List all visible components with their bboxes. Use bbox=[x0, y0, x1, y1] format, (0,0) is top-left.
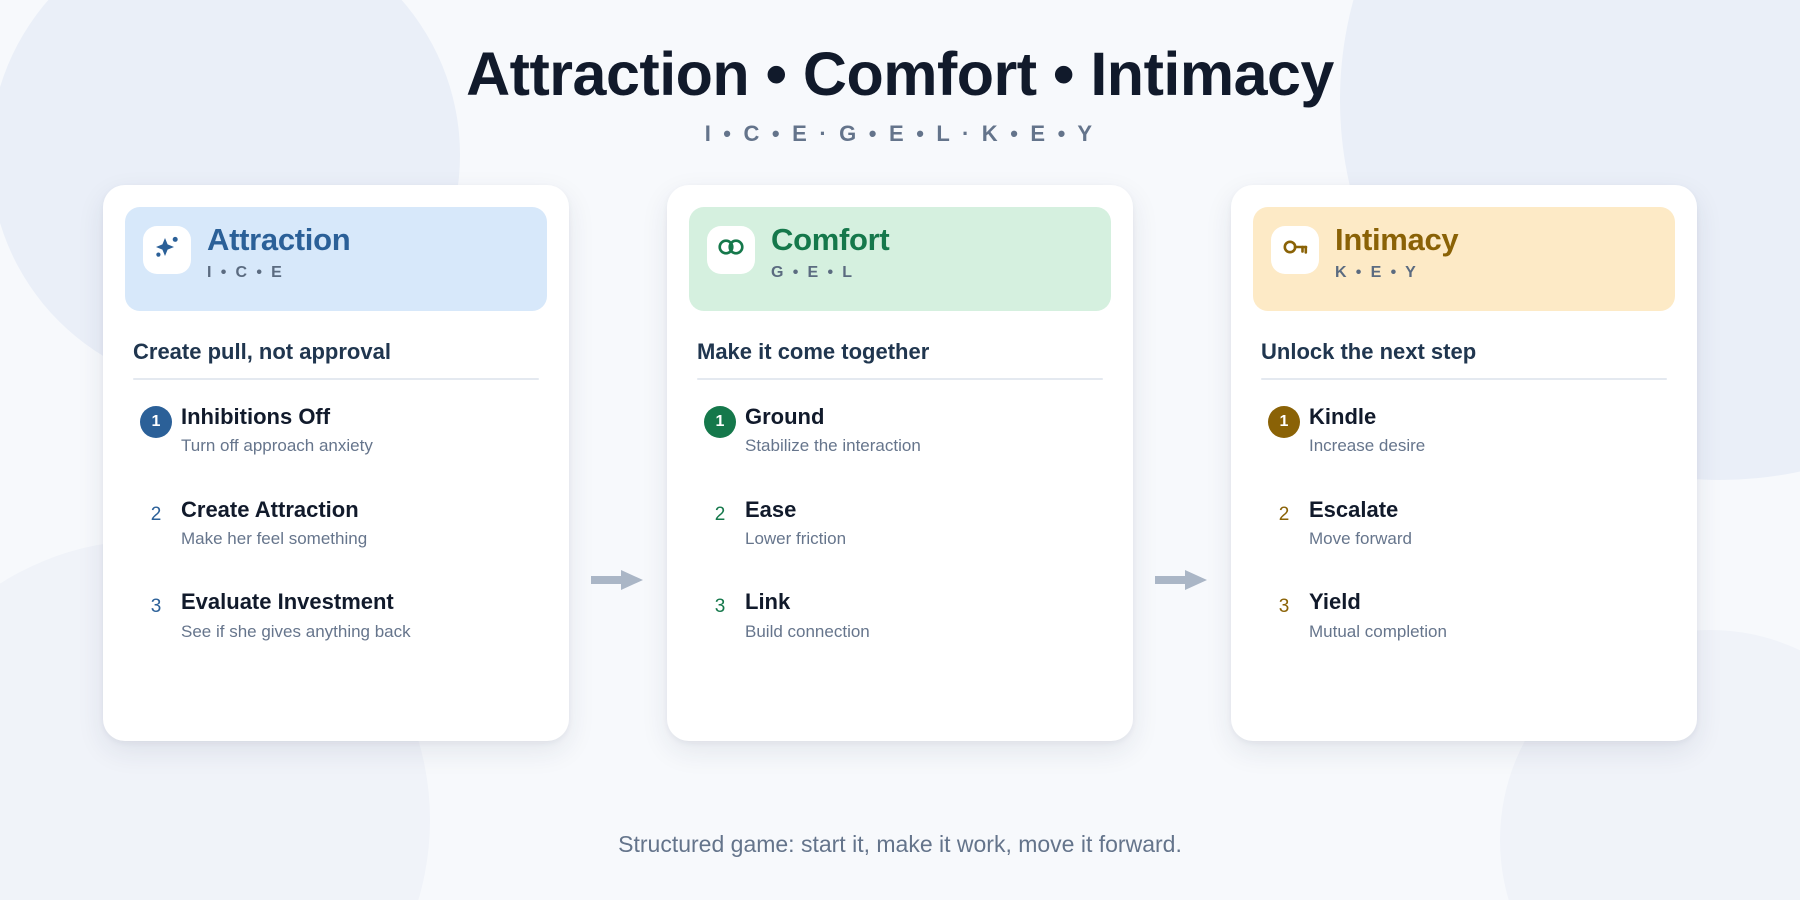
card-tagline: Make it come together bbox=[697, 338, 930, 364]
step-number-col: 1 bbox=[133, 404, 179, 438]
step-number: 3 bbox=[1278, 596, 1290, 618]
sparkle-icon-box bbox=[143, 225, 191, 274]
step-description: Move forward bbox=[1309, 528, 1412, 548]
infinity-links-icon bbox=[715, 232, 747, 267]
card-divider bbox=[697, 377, 1103, 380]
step-description: Increase desire bbox=[1309, 436, 1426, 456]
step-number: 2 bbox=[1278, 503, 1290, 525]
step-number: 3 bbox=[150, 596, 162, 618]
card-title-wrap: Attraction I • C • E bbox=[207, 221, 351, 283]
step-description: Make her feel something bbox=[181, 528, 368, 548]
card-title-wrap: Intimacy K • E • Y bbox=[1335, 221, 1459, 283]
step-title: Escalate bbox=[1309, 496, 1399, 522]
card-acronym-letters: K • E • Y bbox=[1335, 264, 1419, 282]
page-subtitle-acronyms: I • C • E · G • E • L · K • E • Y bbox=[704, 120, 1096, 146]
step-description: See if she gives anything back bbox=[181, 621, 411, 641]
step-badge: 1 bbox=[704, 405, 736, 438]
step-number-col: 3 bbox=[697, 589, 743, 623]
step-description: Turn off approach anxiety bbox=[181, 436, 373, 456]
card-tagline: Unlock the next step bbox=[1261, 338, 1477, 364]
arrow-right-icon bbox=[591, 568, 645, 597]
footer-note: Structured game: start it, make it work,… bbox=[618, 831, 1182, 857]
arrow-attraction-to-comfort bbox=[569, 185, 667, 741]
step-badge: 1 bbox=[140, 405, 172, 438]
card-title: Attraction bbox=[207, 221, 351, 257]
step-number: 2 bbox=[150, 503, 162, 525]
step-title: Kindle bbox=[1309, 403, 1377, 429]
step-title: Link bbox=[745, 589, 791, 615]
stage-cards-row: Attraction I • C • E Create pull, not appr… bbox=[103, 184, 1697, 741]
step-number-col: 1 bbox=[1261, 404, 1307, 438]
card-header-comfort: Comfort G • E • L bbox=[689, 206, 1111, 311]
card-acronym-letters: I • C • E bbox=[207, 264, 285, 282]
step-title: Create Attraction bbox=[181, 496, 359, 522]
step-number-col: 3 bbox=[1261, 589, 1307, 623]
step-number-col: 2 bbox=[133, 497, 179, 531]
card-divider bbox=[1261, 377, 1667, 380]
card-title-wrap: Comfort G • E • L bbox=[771, 221, 890, 283]
card-title: Intimacy bbox=[1335, 221, 1459, 257]
step-description: Stabilize the interaction bbox=[745, 436, 921, 456]
step-title: Yield bbox=[1309, 589, 1361, 615]
step-title: Evaluate Investment bbox=[181, 589, 394, 615]
card-title: Comfort bbox=[771, 221, 890, 257]
step-title: Ease bbox=[745, 496, 797, 522]
card-header-attraction: Attraction I • C • E bbox=[125, 206, 547, 311]
step-description: Lower friction bbox=[745, 528, 847, 548]
card-acronym-letters: G • E • L bbox=[771, 264, 855, 282]
step-number-col: 1 bbox=[697, 404, 743, 438]
key-icon bbox=[1280, 232, 1310, 267]
page-header: Attraction • Comfort • Intimacy I • C • … bbox=[466, 40, 1334, 147]
step-number-col: 3 bbox=[133, 589, 179, 623]
step-title: Inhibitions Off bbox=[181, 403, 331, 429]
infinity-links-icon-box bbox=[707, 225, 755, 274]
step-number-col: 2 bbox=[697, 497, 743, 531]
step-description: Build connection bbox=[745, 621, 870, 641]
card-tagline: Create pull, not approval bbox=[133, 338, 391, 364]
sparkle-icon bbox=[152, 232, 182, 267]
key-icon-box bbox=[1271, 225, 1319, 274]
arrow-comfort-to-intimacy bbox=[1133, 185, 1231, 741]
arrow-right-icon bbox=[1155, 568, 1209, 597]
card-header-intimacy: Intimacy K • E • Y bbox=[1253, 206, 1675, 311]
card-divider bbox=[133, 377, 539, 380]
step-description: Mutual completion bbox=[1309, 621, 1447, 641]
page-title: Attraction • Comfort • Intimacy bbox=[466, 40, 1334, 108]
step-number: 2 bbox=[714, 503, 726, 525]
stage-card-attraction[interactable]: Attraction I • C • E Create pull, not appr… bbox=[103, 184, 569, 741]
step-number-col: 2 bbox=[1261, 497, 1307, 531]
step-badge: 1 bbox=[1268, 405, 1300, 438]
step-title: Ground bbox=[745, 403, 825, 429]
step-number: 3 bbox=[714, 596, 726, 618]
